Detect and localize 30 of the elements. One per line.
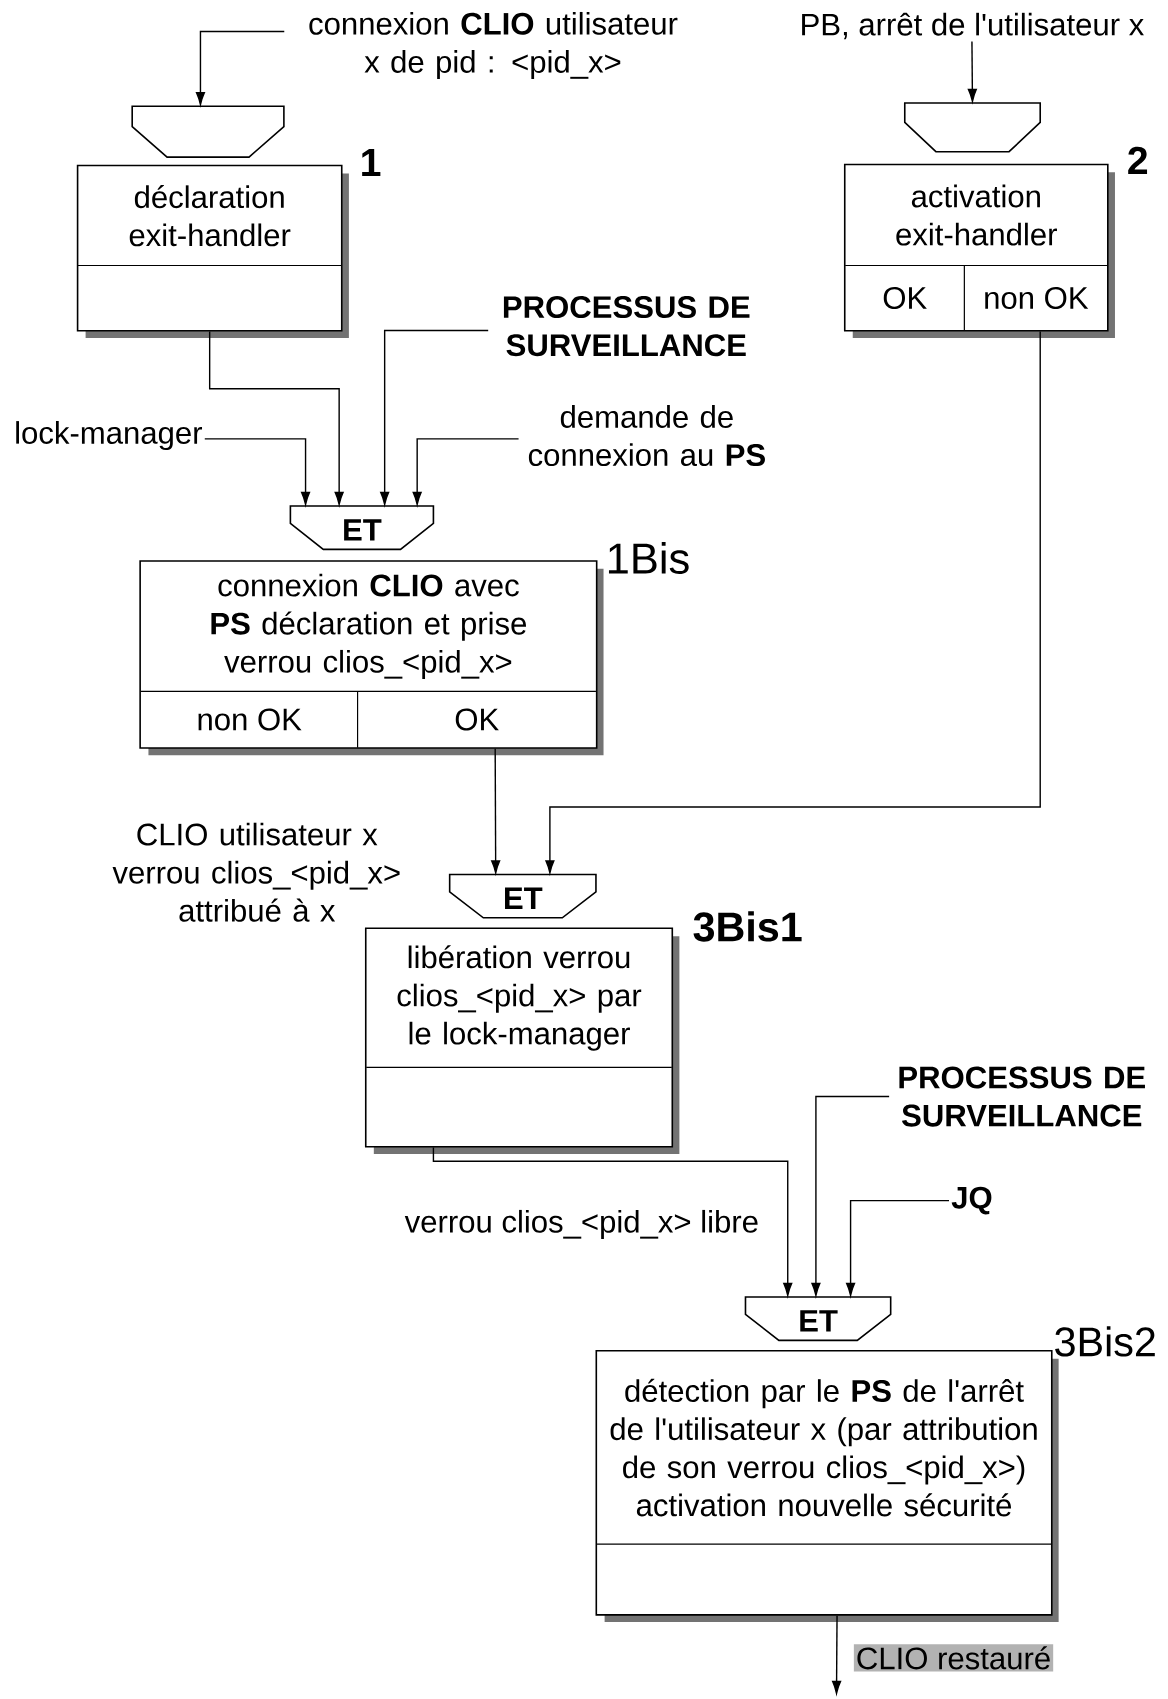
edge-label: verrou clios_<pid_x> libre: [404, 1209, 758, 1239]
input-text: connexion CLIO utilisateur x de pid : <pid_x>: [309, 11, 678, 80]
input-text: PROCESSUS DE SURVEILLANCE: [899, 1066, 1145, 1127]
arrow: [545, 330, 1041, 874]
arrow: [967, 40, 977, 103]
process-box: déclaration exit-handler 1: [76, 149, 381, 339]
input-text: PB, arrêt de l'utilisateur x: [802, 12, 1144, 40]
arrow: [832, 1615, 842, 1695]
node-label: 2: [1128, 146, 1148, 175]
node-label: 1: [362, 149, 381, 177]
process-box: activation exit-handler OK non OK 2: [843, 146, 1148, 339]
input-text: PROCESSUS DE SURVEILLANCE: [503, 296, 750, 357]
arrow: [811, 1095, 890, 1297]
arrow: [845, 1199, 950, 1297]
arrow: [195, 30, 285, 106]
input-text: lock-manager: [16, 421, 202, 451]
arrow: [412, 438, 520, 506]
arrow: [491, 748, 501, 874]
input-text: demande de connexion au PS: [528, 405, 765, 467]
arrow: [204, 438, 311, 506]
arrow: [380, 329, 489, 506]
input-text: JQ: [951, 1186, 992, 1215]
edge-label: CLIO restauré: [853, 1644, 1054, 1672]
node-label: 1Bis: [608, 542, 689, 575]
node-label: 3Bis1: [693, 911, 802, 942]
arrow: [208, 330, 344, 506]
node-label: 3Bis2: [1055, 1326, 1155, 1357]
trigger-shape: [131, 105, 285, 158]
arrow: [432, 1146, 793, 1297]
trigger-shape: [903, 102, 1041, 153]
